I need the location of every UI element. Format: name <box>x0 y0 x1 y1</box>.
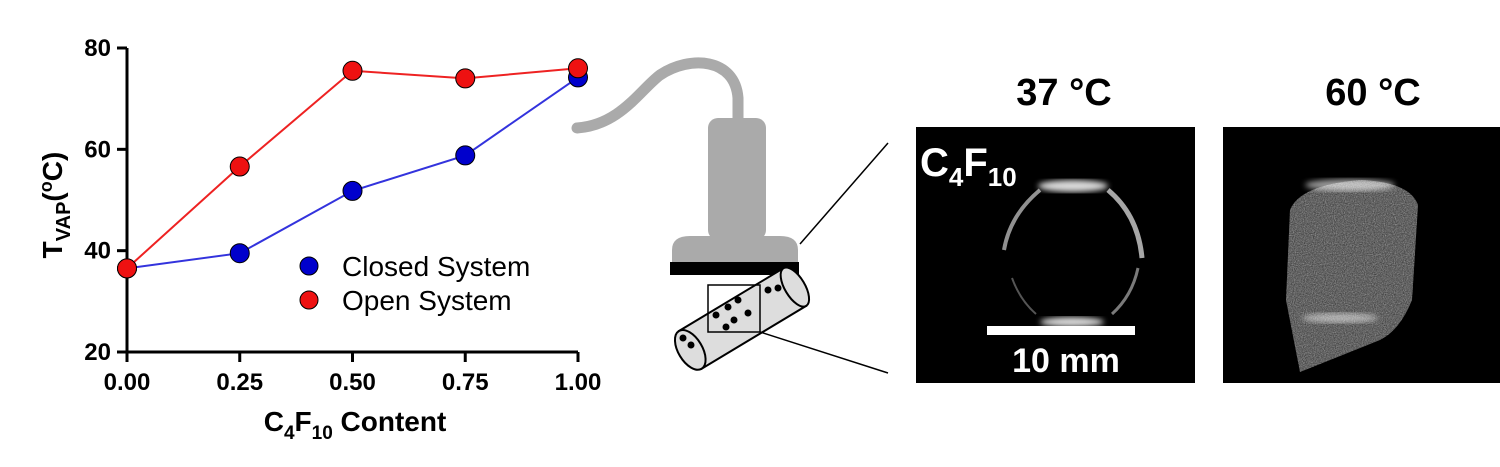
legend-label-closed: Closed System <box>342 251 530 282</box>
x-tick-label: 0.25 <box>216 369 263 396</box>
series-layer <box>117 58 588 279</box>
ultrasound-image-37c: 10 mm C4F10 <box>916 127 1195 383</box>
ultrasound-transducer-illustration <box>571 57 889 374</box>
legend-marker-closed <box>299 256 319 276</box>
series-line-0 <box>126 76 579 270</box>
legend: Closed System Open System <box>299 251 530 316</box>
y-tick-label: 20 <box>84 339 111 366</box>
x-tick-label: 0.00 <box>104 369 151 396</box>
series-1-point <box>117 258 137 279</box>
y-tick-label: 60 <box>84 136 111 163</box>
y-tick-label: 40 <box>84 238 111 265</box>
transducer-cable <box>571 57 744 134</box>
series-1-point <box>342 60 363 81</box>
series-0-point <box>455 145 476 166</box>
ultrasound-image-60c <box>1223 127 1500 383</box>
series-0-point <box>342 180 363 201</box>
y-ticks: 20 40 60 80 <box>84 35 127 366</box>
x-axis-title: C4F10 Content <box>264 406 447 444</box>
tube-phantom <box>673 266 811 371</box>
temp-label-left: 37 °C <box>1016 72 1111 114</box>
legend-marker-open <box>299 290 319 310</box>
series-1-point <box>455 68 476 89</box>
y-tick-label: 80 <box>84 35 111 62</box>
scale-bar-label: 10 mm <box>1012 342 1120 380</box>
series-1-point <box>229 156 250 177</box>
series-0-point <box>229 243 250 264</box>
vaporization-chart: 20 40 60 80 0.00 0.25 0.50 0.75 1.00 TVAP(oC) C… <box>36 35 601 444</box>
imaging-region-box <box>707 284 761 333</box>
tube-bubbles <box>679 284 782 349</box>
scale-bar <box>987 326 1135 335</box>
temp-label-right: 60 °C <box>1325 72 1420 114</box>
transducer-head <box>672 236 798 262</box>
x-tick-label: 1.00 <box>555 369 602 396</box>
zoom-line-top <box>799 142 889 245</box>
transducer-face <box>670 262 799 275</box>
series-line-1 <box>126 67 579 270</box>
transducer-handle <box>708 118 766 240</box>
x-tick-label: 0.75 <box>442 369 489 396</box>
legend-label-open: Open System <box>342 285 512 316</box>
zoom-line-bottom <box>759 331 889 374</box>
x-tick-label: 0.50 <box>329 369 376 396</box>
x-ticks: 0.00 0.25 0.50 0.75 1.00 <box>104 352 602 396</box>
compound-label: C4F10 <box>920 141 1017 192</box>
series-1-point <box>568 58 588 79</box>
y-axis-title: TVAP(oC) <box>36 152 75 259</box>
